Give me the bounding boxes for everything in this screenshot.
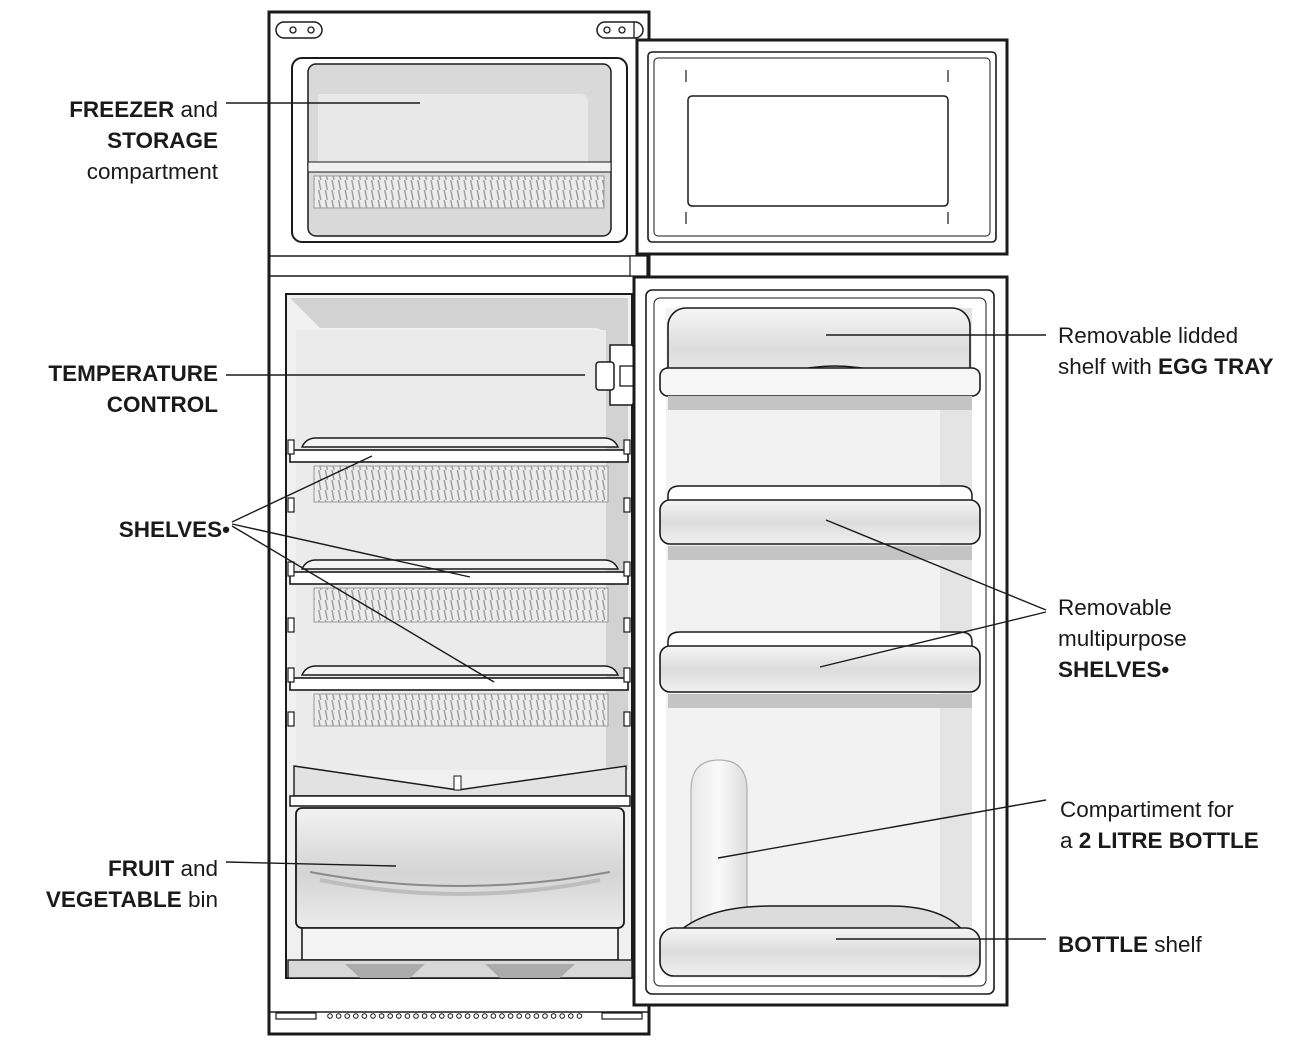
- leader-lines: [225, 102, 1047, 940]
- label-freezer: FREEZER and STORAGE compartment: [69, 97, 218, 184]
- fridge-door: [632, 275, 1009, 1007]
- vent-dot: [464, 1013, 471, 1019]
- vent-dot: [456, 1013, 462, 1019]
- vent-dot: [327, 1013, 333, 1019]
- leader-shelves-1: [231, 455, 373, 523]
- label-bottle-shelf: BOTTLE shelf: [1058, 932, 1202, 957]
- vent-dot: [353, 1013, 359, 1019]
- vent-dot: [439, 1013, 445, 1019]
- fridge-shelf-3: [289, 665, 629, 727]
- vegetable-bin: [287, 807, 633, 979]
- vent-dot: [413, 1013, 419, 1019]
- vent-dot: [568, 1013, 574, 1019]
- vent-dot: [576, 1013, 583, 1019]
- vent-dot: [387, 1013, 394, 1019]
- label-multipurpose-shelves: Removable multipurpose SHELVES•: [1058, 595, 1187, 682]
- vent-dot: [542, 1013, 548, 1019]
- vent-dot: [404, 1013, 411, 1019]
- vent-dot: [533, 1013, 540, 1019]
- vent-dot: [473, 1013, 480, 1019]
- label-fruit-vegetable-bin: FRUIT and VEGETABLE bin: [45, 856, 218, 912]
- leader-shelves-2: [231, 523, 471, 578]
- bottom-ventilation: [269, 1011, 649, 1020]
- vent-dot: [490, 1013, 497, 1019]
- door-shelf-2: [659, 631, 981, 708]
- vent-dot: [499, 1013, 505, 1019]
- vent-dot: [559, 1013, 566, 1019]
- vent-dot: [550, 1013, 557, 1019]
- label-egg-tray: Removable lidded shelf with EGG TRAY: [1058, 323, 1274, 379]
- vent-dot: [361, 1013, 368, 1019]
- vent-dot: [378, 1013, 385, 1019]
- egg-tray-shelf: [659, 307, 981, 410]
- bottle-holder: [690, 759, 748, 936]
- door-shelf-1: [659, 485, 981, 560]
- top-hinge-right: [596, 21, 644, 39]
- freezer-door: [635, 38, 1009, 256]
- bottle-shelf: [659, 905, 981, 977]
- crisper-cover: [289, 765, 631, 807]
- cabinet: [267, 10, 651, 1036]
- leader-fruit: [225, 861, 397, 867]
- label-bottle-compartment: Compartiment for a 2 LITRE BOTTLE: [1060, 797, 1259, 853]
- leader-multipurpose-2: [819, 611, 1047, 668]
- fridge-shelf-2: [289, 559, 629, 623]
- vent-dot: [447, 1013, 454, 1019]
- vent-dot: [370, 1013, 376, 1019]
- label-shelves: SHELVES•: [118, 517, 230, 542]
- vent-dot: [507, 1013, 514, 1019]
- vent-dot: [396, 1013, 402, 1019]
- vent-dot: [525, 1013, 531, 1019]
- vent-dot: [335, 1013, 342, 1019]
- top-hinge-left: [275, 21, 323, 39]
- vent-dot: [430, 1013, 437, 1019]
- leader-shelves-3: [231, 525, 495, 683]
- vent-dot: [482, 1013, 488, 1019]
- label-temperature-control: TEMPERATURE CONTROL: [48, 361, 218, 417]
- leader-multipurpose-1: [825, 519, 1047, 611]
- vent-dot: [344, 1013, 351, 1019]
- vent-dot: [516, 1013, 523, 1019]
- leader-bottle-comp: [717, 799, 1047, 859]
- freezer-compartment: [291, 57, 628, 243]
- vent-dot: [421, 1013, 428, 1019]
